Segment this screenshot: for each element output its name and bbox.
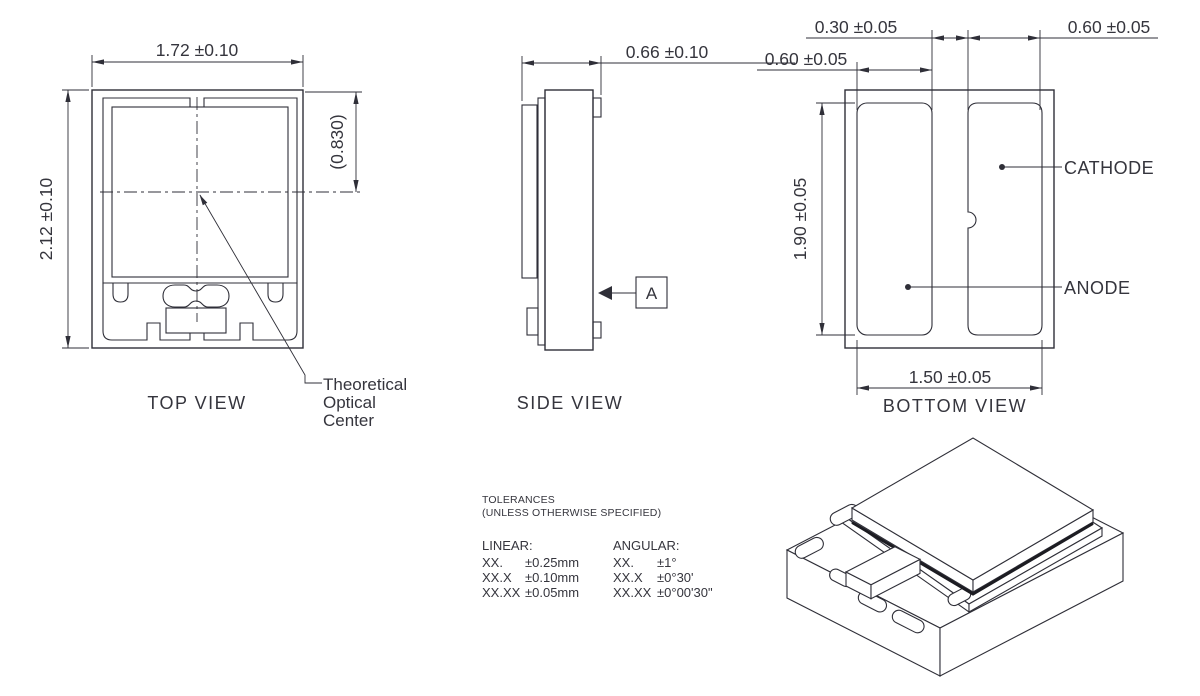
angular-row-value: ±0°30' <box>657 570 694 585</box>
dim-pad-gap-label: 0.30 ±0.05 <box>815 17 898 37</box>
dim-width-lines <box>91 55 304 87</box>
dim-total-width-lines <box>856 340 1043 395</box>
iso-mesa-front-right <box>968 527 1103 613</box>
top-view-label: TOP VIEW <box>147 393 246 413</box>
dim-pads-total-width-label: 1.50 ±0.05 <box>909 367 992 387</box>
optical-center-leader <box>199 194 322 384</box>
anode-label: ANODE <box>1064 278 1131 298</box>
tolerances-subtitle: (UNLESS OTHERWISE SPECIFIED) <box>482 507 661 519</box>
callout-theoretical: Theoretical <box>323 375 407 394</box>
bottom-view: 0.30 ±0.05 0.60 ±0.05 0.60 ±0.05 1.90 ±0… <box>757 17 1158 416</box>
dim-side-thickness-label: 0.66 ±0.10 <box>626 42 709 62</box>
angular-heading: ANGULAR: <box>613 538 679 553</box>
leadframe-right <box>203 282 298 341</box>
linear-row-value: ±0.10mm <box>525 570 579 585</box>
isometric-view <box>785 437 1125 677</box>
bottom-view-label: BOTTOM VIEW <box>883 396 1027 416</box>
linear-row-value: ±0.25mm <box>525 555 579 570</box>
top-view-package-outline <box>91 89 304 349</box>
anode-pad <box>856 102 933 336</box>
side-view-layer <box>537 97 546 346</box>
dim-pad-left-width-label: 0.60 ±0.05 <box>765 49 848 69</box>
leadframe-notch-right <box>267 282 284 303</box>
dim-optical-offset-label: (0.830) <box>327 114 347 169</box>
iso-block-top <box>844 546 922 586</box>
dim-pad-height-label: 1.90 ±0.05 <box>790 178 810 261</box>
dim-pad-height-lines <box>816 102 855 336</box>
angular-row-digits: XX.XX <box>613 585 652 600</box>
cathode-label: CATHODE <box>1064 158 1154 178</box>
linear-row-value: ±0.05mm <box>525 585 579 600</box>
iso-slot <box>891 609 925 634</box>
side-view: 0.66 ±0.10 A SIDE VIEW <box>517 42 795 413</box>
linear-heading: LINEAR: <box>482 538 533 553</box>
dim-optical-lines <box>305 91 362 192</box>
linear-row-digits: XX. <box>482 555 503 570</box>
side-view-right-tab-bottom <box>592 321 602 339</box>
dim-thickness-lines <box>521 56 795 101</box>
callout-center: Center <box>323 411 374 430</box>
dim-top-width-label: 1.72 ±0.10 <box>156 40 239 60</box>
tolerances-block: TOLERANCES (UNLESS OTHERWISE SPECIFIED) … <box>482 494 713 600</box>
leadframe-center-pad <box>165 307 227 334</box>
iso-plate-top <box>850 437 1095 581</box>
angular-row-value: ±0°00'30" <box>657 585 713 600</box>
datum-triangle <box>598 286 612 300</box>
side-view-lens-plate <box>521 104 538 279</box>
angular-row-digits: XX. <box>613 555 634 570</box>
top-view: 1.72 ±0.10 2.12 ±0.10 (0.830) Theoretica… <box>36 40 407 430</box>
iso-slot <box>794 536 824 559</box>
leadframe-left <box>102 282 191 341</box>
dim-pad-right-width-label: 0.60 ±0.05 <box>1068 17 1151 37</box>
iso-plate-seam <box>851 521 1094 596</box>
side-view-label: SIDE VIEW <box>517 393 624 413</box>
bottom-view-package-outline <box>844 89 1055 349</box>
leadframe-dogbone <box>162 284 230 308</box>
top-view-inner-frame <box>102 97 298 284</box>
cathode-pad <box>967 102 1043 336</box>
angular-row-digits: XX.X <box>613 570 643 585</box>
callout-optical: Optical <box>323 393 376 412</box>
angular-row-value: ±1° <box>657 555 677 570</box>
iso-base-front-right <box>939 532 1124 677</box>
linear-row-digits: XX.XX <box>482 585 521 600</box>
linear-row-digits: XX.X <box>482 570 512 585</box>
leadframe-notch-left <box>112 282 129 303</box>
datum-box <box>635 276 668 309</box>
side-view-lead-tab <box>526 307 539 336</box>
side-view-body <box>544 89 594 351</box>
datum-label: A <box>646 284 658 303</box>
tolerances-title: TOLERANCES <box>482 494 555 506</box>
dim-height-lines <box>62 89 89 349</box>
side-view-right-tab-top <box>592 97 602 118</box>
dim-top-height-label: 2.12 ±0.10 <box>36 177 56 260</box>
